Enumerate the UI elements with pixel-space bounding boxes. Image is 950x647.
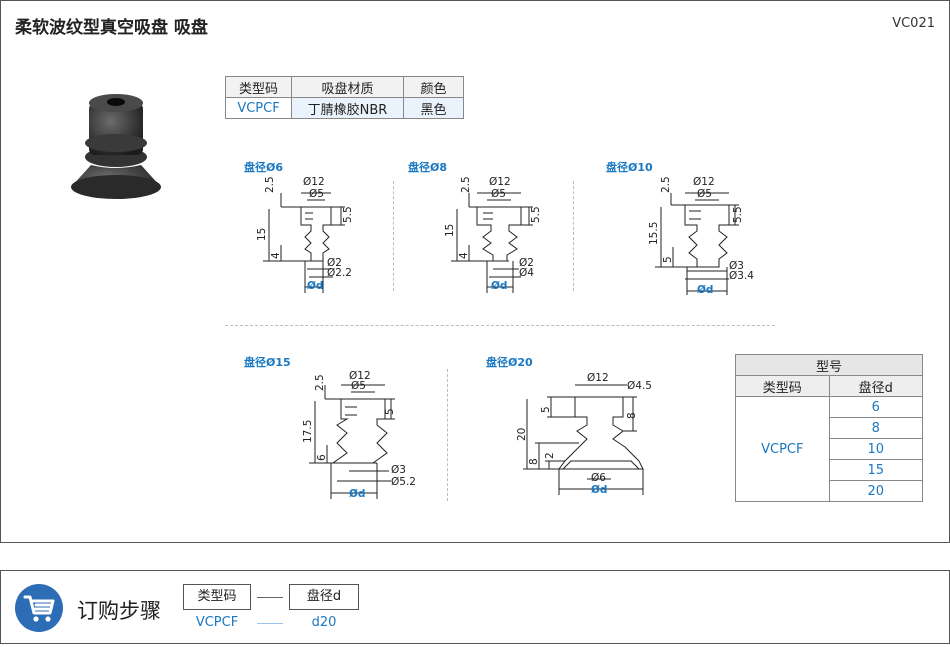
- order-title: 订购步骤: [77, 599, 161, 623]
- dim-d5-2: Ø5.2: [391, 476, 416, 488]
- dim-4: 4: [458, 252, 470, 259]
- dim-5: 5: [384, 408, 396, 415]
- dim-20: 20: [516, 428, 528, 441]
- model-header-diameter: 盘径d: [828, 375, 924, 397]
- order-steps-panel: 订购步骤 类型码 盘径d VCPCF d20: [0, 570, 950, 644]
- dim-2-5: 2.5: [660, 176, 672, 193]
- model-diameter: 10: [828, 438, 924, 460]
- separator: [225, 325, 775, 326]
- model-diameter: 8: [828, 417, 924, 439]
- drawing-d6: 2.5 Ø12 Ø5 5.5 15 4 Ø2 Ø2.2 Ød: [256, 176, 354, 293]
- separator: [447, 369, 448, 501]
- dim-2-5: 2.5: [264, 176, 276, 193]
- page-title: 柔软波纹型真空吸盘 吸盘: [15, 18, 208, 38]
- drawing-d6-dims: 2.5 Ø12 Ø5 5.5 15 4 Ø2 Ø2.2 Ød: [256, 176, 354, 292]
- drawing-d10-dims: 2.5 Ø12 Ø5 5.5 15.5 5 Ø3 Ø3.4 Ød: [648, 176, 754, 296]
- dim-dd: Ød: [349, 488, 365, 500]
- drawing-label-d10: 盘径Ø10: [606, 161, 653, 174]
- dim-d12: Ø12: [693, 176, 715, 188]
- dim-8b: 8: [528, 458, 540, 465]
- drawing-d8-dims: 2.5 Ø12 Ø5 5.5 15 4 Ø2 Ø4 Ød: [444, 176, 542, 292]
- cart-icon: [15, 584, 63, 632]
- order-step-type: 类型码: [183, 584, 251, 610]
- dim-5-5: 5.5: [732, 206, 744, 223]
- product-code: VC021: [892, 16, 935, 31]
- dim-dd: Ød: [697, 284, 713, 296]
- dim-d6: Ø6: [591, 472, 606, 484]
- model-table: 型号 类型码 盘径d VCPCF 6 8 10 15 20: [735, 354, 924, 502]
- dim-2: 2: [544, 452, 556, 459]
- dim-d5: Ø5: [351, 380, 366, 392]
- dim-d5: Ø5: [491, 188, 506, 200]
- dim-d4-5: Ø4.5: [627, 380, 652, 392]
- dim-5-5: 5.5: [530, 206, 542, 223]
- order-connector: [257, 597, 283, 598]
- material-header-material: 吸盘材质: [291, 76, 404, 98]
- suction-cup-photo: [71, 94, 161, 199]
- material-type-code: VCPCF: [225, 97, 292, 119]
- drawing-label-d8: 盘径Ø8: [408, 161, 448, 174]
- dim-15: 15: [256, 228, 268, 241]
- dim-d3: Ø3: [729, 260, 744, 272]
- dim-d3-4: Ø3.4: [729, 270, 754, 282]
- dim-d5: Ø5: [697, 188, 712, 200]
- drawing-label-d15: 盘径Ø15: [244, 356, 291, 369]
- dim-5-5: 5.5: [342, 206, 354, 223]
- spec-sheet: 柔软波纹型真空吸盘 吸盘 VC021 类型码 吸盘材质 颜色 VCPCF 丁腈橡…: [0, 0, 950, 543]
- dim-5: 5: [662, 256, 674, 263]
- dim-2-5: 2.5: [460, 176, 472, 193]
- drawing-label-d20: 盘径Ø20: [486, 356, 533, 369]
- drawing-d15-dims: 2.5 Ø12 Ø5 5 17.5 6 Ø3 Ø5.2 Ød: [302, 370, 416, 500]
- dim-5: 5: [540, 406, 552, 413]
- model-type-code: VCPCF: [735, 396, 830, 502]
- dim-d2: Ø2: [327, 257, 342, 269]
- dim-dd: Ød: [491, 280, 507, 292]
- dim-dd: Ød: [591, 484, 607, 496]
- dim-d3: Ø3: [391, 464, 406, 476]
- material-table: 类型码 吸盘材质 颜色 VCPCF 丁腈橡胶NBR 黑色: [225, 76, 464, 119]
- dim-d5: Ø5: [309, 188, 324, 200]
- dim-dd: Ød: [307, 280, 323, 292]
- dim-d12: Ø12: [489, 176, 511, 188]
- drawing-d15: 2.5 Ø12 Ø5 5 17.5 6 Ø3 Ø5.2 Ød: [302, 370, 416, 500]
- dim-6: 6: [316, 454, 328, 461]
- model-header-type: 类型码: [735, 375, 830, 397]
- drawing-d10: 2.5 Ø12 Ø5 5.5 15.5 5 Ø3 Ø3.4 Ød: [648, 176, 754, 296]
- model-table-title: 型号: [735, 354, 923, 376]
- dim-d4: Ø4: [519, 267, 534, 279]
- dim-d12: Ø12: [587, 372, 609, 384]
- model-diameter: 20: [828, 480, 924, 502]
- dim-d2-2: Ø2.2: [327, 267, 352, 279]
- drawing-d20-dims: Ø12 Ø4.5 5 8 20 8 2 Ø6 Ød: [516, 372, 652, 496]
- dim-8: 8: [626, 412, 638, 419]
- dim-2-5: 2.5: [314, 374, 326, 391]
- separator: [393, 181, 394, 291]
- dim-4: 4: [270, 252, 282, 259]
- order-example-connector: [257, 623, 283, 624]
- dim-15-5: 15.5: [648, 222, 660, 245]
- dim-d12: Ø12: [303, 176, 325, 188]
- dim-15: 15: [444, 224, 456, 237]
- model-diameter: 6: [828, 396, 924, 418]
- material-color: 黑色: [403, 97, 464, 119]
- material-name: 丁腈橡胶NBR: [291, 97, 404, 119]
- order-example-type: VCPCF: [195, 615, 239, 630]
- model-diameter: 15: [828, 459, 924, 481]
- separator: [573, 181, 574, 291]
- drawing-d20: Ø12 Ø4.5 5 8 20 8 2 Ø6 Ød: [516, 372, 652, 496]
- drawing-d8: 2.5 Ø12 Ø5 5.5 15 4 Ø2 Ø4 Ød: [444, 176, 542, 293]
- order-example-diameter: d20: [311, 615, 337, 630]
- dim-d2: Ø2: [519, 257, 534, 269]
- material-header-color: 颜色: [403, 76, 464, 98]
- order-step-diameter: 盘径d: [289, 584, 359, 610]
- material-header-type: 类型码: [225, 76, 292, 98]
- dim-17-5: 17.5: [302, 420, 314, 443]
- dim-d12: Ø12: [349, 370, 371, 382]
- drawing-label-d6: 盘径Ø6: [244, 161, 284, 174]
